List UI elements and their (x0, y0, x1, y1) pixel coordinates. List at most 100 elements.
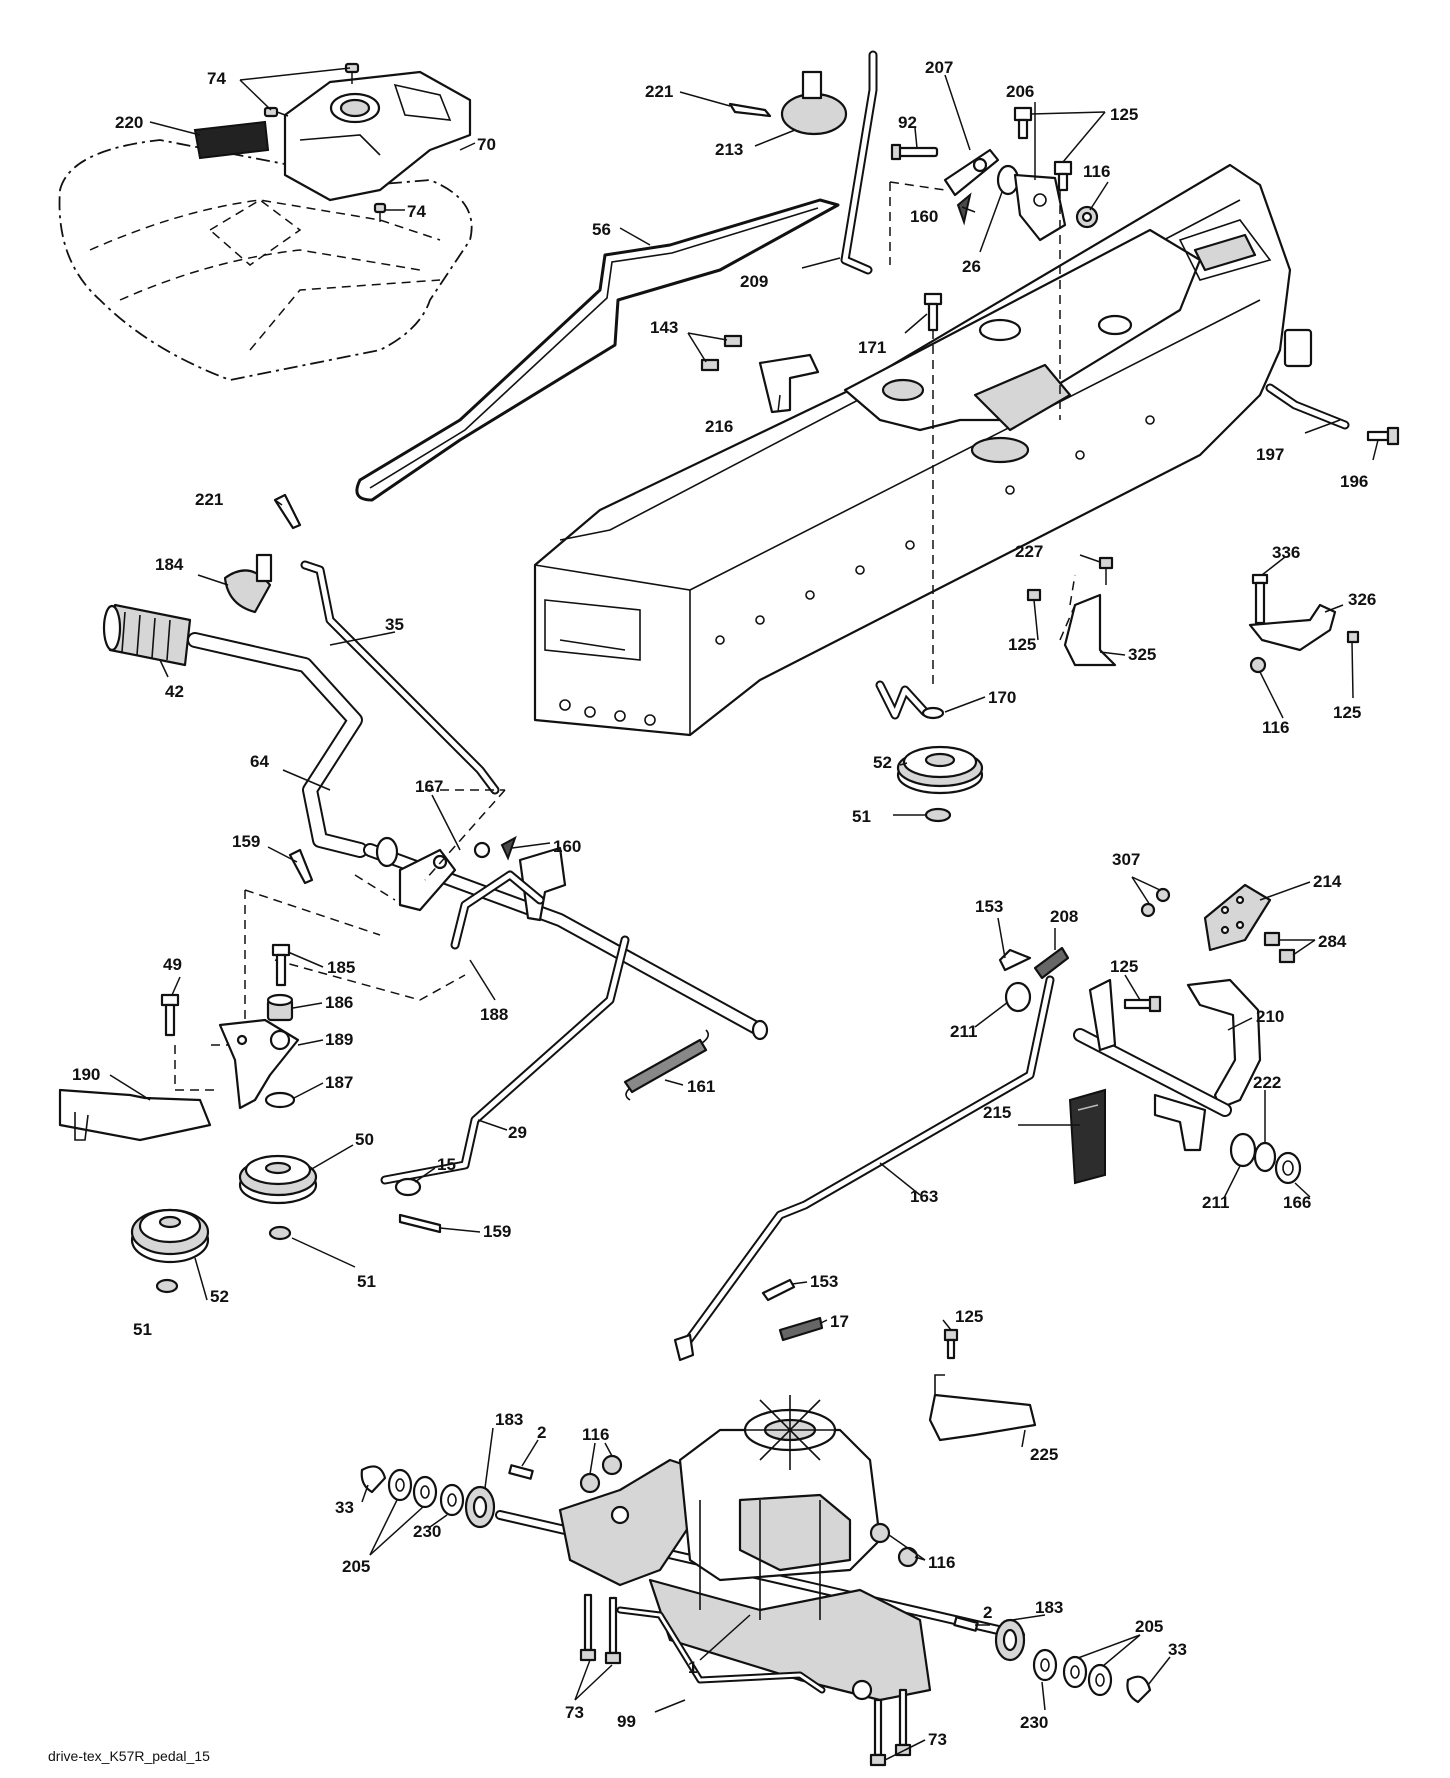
part-189-idler-bracket (218, 1018, 300, 1110)
callout-51-a: 51 (852, 807, 871, 826)
callout-92: 92 (898, 113, 917, 132)
part-51-nut-left-low (155, 1278, 179, 1294)
callout-2-b: 2 (983, 1603, 992, 1622)
callout-208: 208 (1050, 907, 1078, 926)
callout-221-b: 221 (195, 490, 223, 509)
part-216-bracket (758, 353, 820, 414)
callout-153-a: 153 (975, 897, 1003, 916)
callout-49: 49 (163, 955, 182, 974)
callout-187: 187 (325, 1073, 353, 1092)
callout-125-a: 125 (1110, 105, 1138, 124)
part-125-bolts-upper (1013, 106, 1073, 192)
callout-52-b: 52 (210, 1287, 229, 1306)
callout-50: 50 (355, 1130, 374, 1149)
part-225-bracket (928, 1374, 1037, 1442)
callout-74-a: 74 (207, 69, 226, 88)
part-211-bushing-lower (1229, 1132, 1257, 1168)
callout-35: 35 (385, 615, 404, 634)
part-188-rod (450, 870, 545, 950)
callout-207: 207 (925, 58, 953, 77)
callout-184: 184 (155, 555, 184, 574)
part-221-clip-upper (728, 102, 772, 118)
callout-163: 163 (910, 1187, 938, 1206)
callout-143: 143 (650, 318, 678, 337)
part-50-pulley (238, 1154, 318, 1205)
part-206-bracket (1013, 173, 1067, 242)
part-185-bolt (271, 943, 291, 987)
part-33-clip-left (360, 1465, 387, 1494)
part-15-washer (394, 1177, 422, 1197)
callout-230-a: 230 (413, 1522, 441, 1541)
callout-166: 166 (1283, 1193, 1311, 1212)
part-153-pin-upper (998, 948, 1032, 972)
callout-116-a: 116 (1083, 162, 1110, 181)
callout-116-b: 116 (1262, 718, 1289, 737)
callout-125-d: 125 (1110, 957, 1138, 976)
callout-190: 190 (72, 1065, 100, 1084)
part-214-pedal-pad (1203, 883, 1272, 952)
part-163-rod (673, 975, 1055, 1362)
callout-74-b: 74 (407, 202, 426, 221)
part-190-belt-guide (58, 1088, 212, 1142)
part-222-washer (1253, 1141, 1277, 1173)
pedal-plate-link (518, 846, 567, 922)
part-197-rod (1265, 383, 1350, 430)
part-29-rod (380, 935, 630, 1185)
part-159-cotter-upper (288, 848, 314, 885)
callout-206: 206 (1006, 82, 1034, 101)
fender-seat-outline (58, 139, 473, 381)
callout-221-a: 221 (645, 82, 673, 101)
callout-170: 170 (988, 688, 1016, 707)
callout-33-a: 33 (335, 1498, 354, 1517)
callout-159-b: 159 (483, 1222, 511, 1241)
callout-161: 161 (687, 1077, 715, 1096)
callout-186: 186 (325, 993, 353, 1012)
part-116-nuts-transaxle-top (579, 1454, 623, 1494)
part-230-washer-right (1032, 1648, 1058, 1682)
part-307-screws (1140, 887, 1171, 918)
part-2-key-right (953, 1616, 979, 1632)
part-221-clip-lower (273, 493, 302, 530)
callout-167: 167 (415, 777, 443, 796)
callout-326: 326 (1348, 590, 1376, 609)
callout-197: 197 (1256, 445, 1284, 464)
callout-183-b: 183 (1035, 1598, 1063, 1617)
callout-116-d: 116 (928, 1553, 955, 1572)
part-183-bushing-left (464, 1485, 496, 1529)
part-116-nut-right (1249, 656, 1267, 674)
part-17-spring (778, 1316, 824, 1342)
callout-125-e: 125 (955, 1307, 983, 1326)
callout-196: 196 (1340, 472, 1368, 491)
callout-73-a: 73 (565, 1703, 584, 1722)
callout-171: 171 (858, 338, 886, 357)
part-196-screw (1366, 426, 1400, 446)
callout-51-b: 51 (357, 1272, 376, 1291)
part-211-bushing-upper (1004, 981, 1032, 1013)
callout-325: 325 (1128, 645, 1156, 664)
callout-64: 64 (250, 752, 269, 771)
callout-189: 189 (325, 1030, 353, 1049)
callout-213: 213 (715, 140, 743, 159)
callout-29: 29 (508, 1123, 527, 1142)
callout-70: 70 (477, 135, 496, 154)
part-170-idler-arm (875, 680, 945, 720)
callout-116-c: 116 (582, 1425, 609, 1444)
part-166-washer (1274, 1151, 1302, 1185)
part-73-bolts-left (579, 1593, 622, 1665)
callout-159-a: 159 (232, 832, 260, 851)
part-116-nut-upper (1075, 205, 1099, 229)
part-230-washer-left (439, 1483, 465, 1517)
part-213-knob-upper (780, 70, 848, 136)
callout-183-a: 183 (495, 1410, 523, 1429)
part-125-bolt-right (1346, 630, 1360, 644)
part-52-pulley-left (130, 1208, 210, 1264)
part-51-nut-right (924, 807, 952, 823)
part-74-screw-lower (373, 202, 387, 222)
part-161-spring (623, 1029, 710, 1101)
callout-160-b: 160 (553, 837, 581, 856)
callout-1: 1 (688, 1658, 697, 1677)
part-52-pulley-right (896, 745, 984, 795)
callout-215: 215 (983, 1103, 1011, 1122)
callout-15: 15 (437, 1155, 456, 1174)
